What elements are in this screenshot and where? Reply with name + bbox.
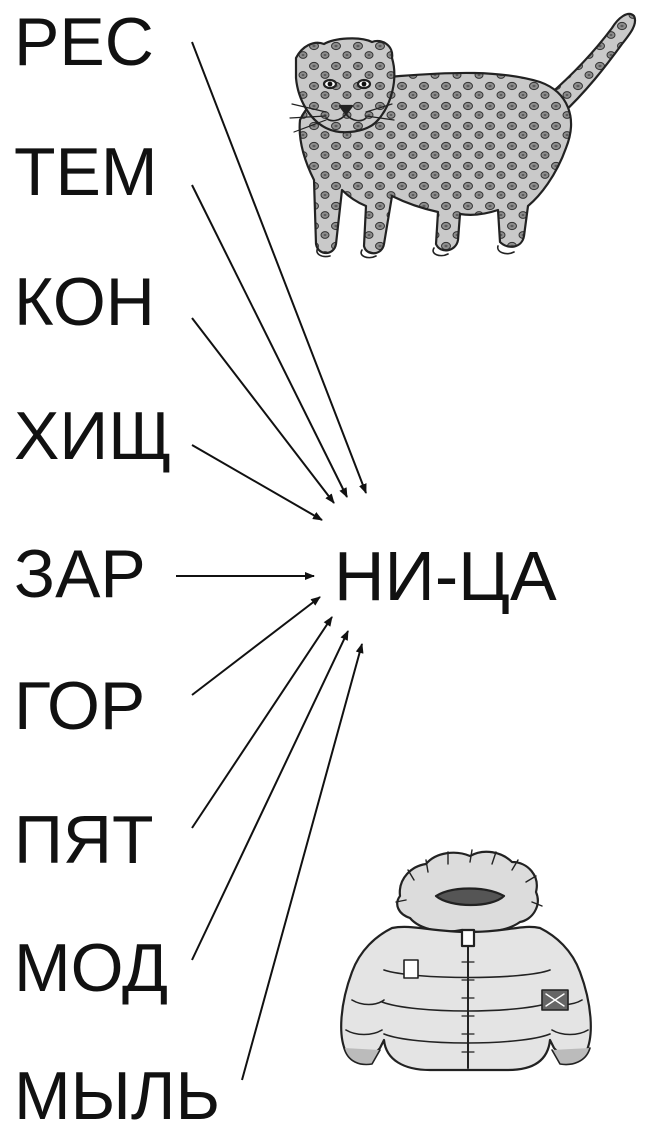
leopard-illustration [289,12,637,259]
syllable-kon: КОН [14,264,155,340]
arrow-kon [191,317,335,504]
arrow-pyat [191,616,333,829]
suffix-label: НИ-ЦА [334,537,557,615]
arrow-mod [191,630,349,961]
syllable-mod: МОД [14,930,169,1006]
arrow-gor [191,596,321,696]
syllable-res: РЕС [14,4,154,80]
arrow-res [191,41,367,494]
jacket-illustration [340,849,592,1072]
arrow-khishch [191,444,323,521]
arrow-myl [241,643,364,1081]
syllable-khishch: ХИЩ [14,398,172,474]
syllable-zar: ЗАР [14,536,146,612]
syllable-tem: ТЕМ [14,134,158,210]
syllable-gor: ГОР [14,668,146,744]
arrow-tem [191,184,348,498]
syllable-myl: МЫЛЬ [14,1058,221,1134]
syllable-pyat: ПЯТ [14,802,154,878]
